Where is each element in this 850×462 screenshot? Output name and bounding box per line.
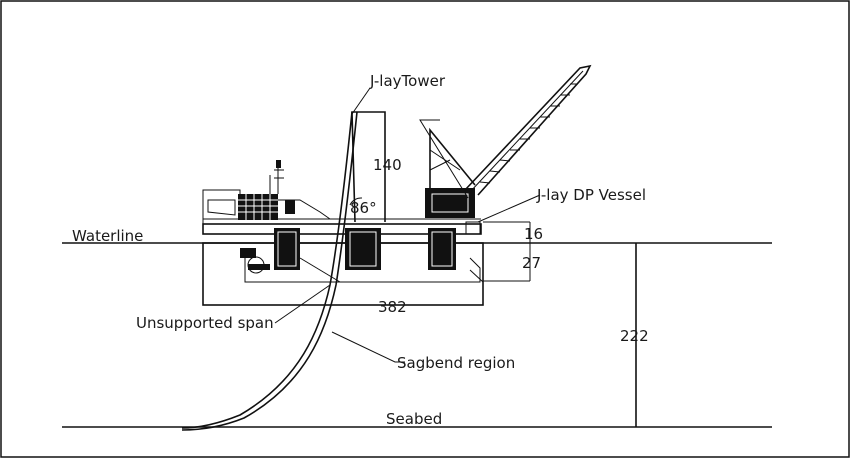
sagbend-leader [331,331,405,363]
bow-box [465,221,481,235]
unsupported-leader [274,284,331,324]
depth-label: 222 [620,327,649,345]
tower-height-label: 140 [373,156,402,174]
angle-label: 86° [350,199,377,217]
crane [419,64,592,218]
waterline-label: Waterline [72,227,143,245]
deck-house [285,200,295,214]
accommodation-block [238,194,278,220]
column-mid [345,228,381,270]
draft-label: 16 [524,225,543,243]
pipeline-outer [181,111,353,429]
vessel-leader [477,194,541,223]
angle-arc [349,197,363,206]
seabed-label: Seabed [386,410,442,428]
mast [269,160,284,194]
column-aft [274,228,300,270]
vessel-label: J-lay DP Vessel [536,186,646,204]
hull-inner [244,257,481,283]
mast-top [276,160,281,168]
deck [202,223,482,235]
hull-inner-diag2 [469,269,484,283]
unsupported-span-label: Unsupported span [136,314,274,332]
tower-label: J-layTower [369,72,446,90]
accommodation-grid [238,194,278,220]
superstructure-window [207,199,236,216]
sagbend-label: Sagbend region [397,354,515,372]
column-fwd [428,228,456,270]
length-label: 382 [378,298,407,316]
tower-leader [351,87,371,115]
thruster [240,248,270,274]
jlay-tower [351,111,386,223]
hull-depth-label: 27 [522,254,541,272]
pipeline-inner [181,111,358,431]
hull-inner-diag [299,257,341,283]
